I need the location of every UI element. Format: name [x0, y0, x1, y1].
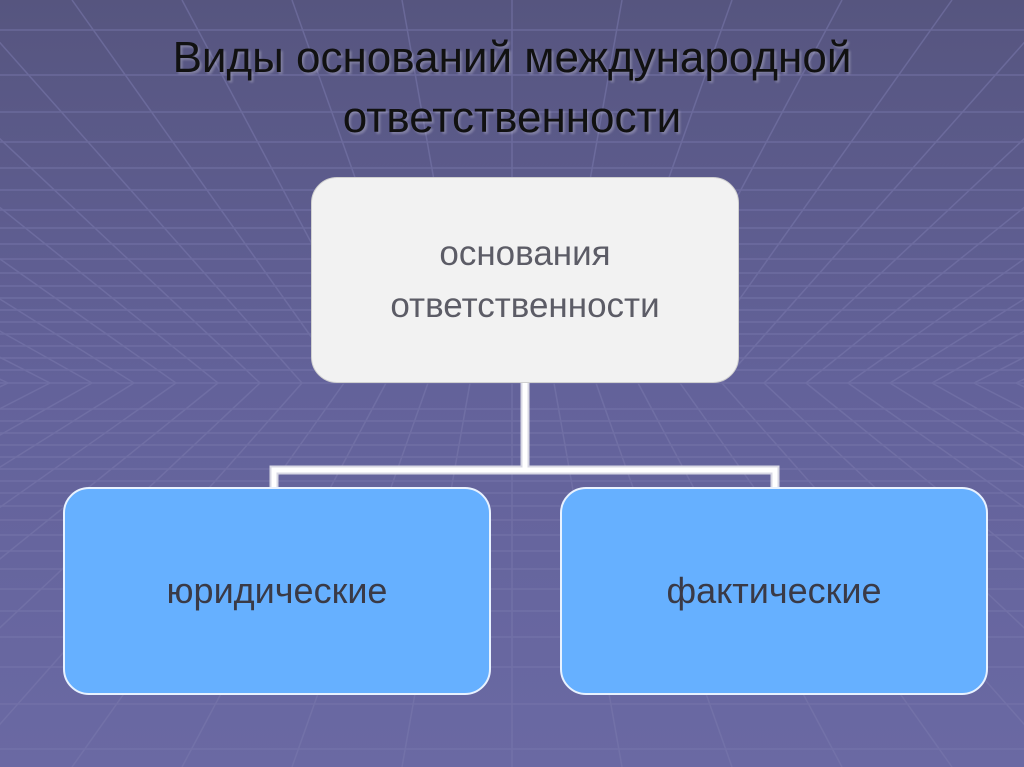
root-node-line-2: ответственности: [390, 286, 660, 325]
child-node-factual: фактические: [560, 487, 988, 695]
child-node-legal: юридические: [63, 487, 491, 695]
title-line-2: ответственности: [342, 93, 682, 142]
child-node-factual-label: фактические: [666, 570, 882, 611]
root-node-line-1: основания: [439, 234, 611, 273]
slide-title: Виды оснований международной ответственн…: [40, 28, 984, 148]
root-node: основания ответственности: [311, 177, 739, 383]
child-node-legal-label: юридические: [166, 570, 388, 611]
title-line-1: Виды оснований международной: [172, 33, 852, 82]
